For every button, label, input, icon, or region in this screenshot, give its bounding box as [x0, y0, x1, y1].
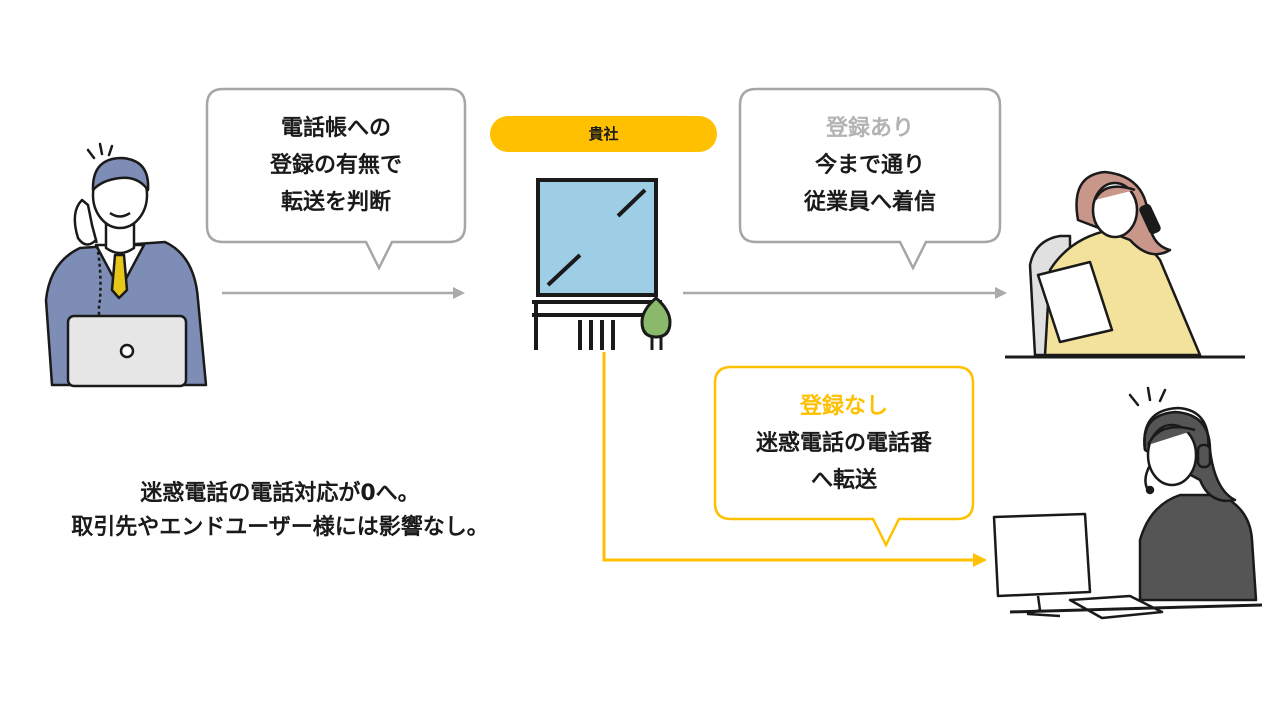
company-building-icon — [532, 178, 672, 350]
speech-bubble-left — [205, 87, 467, 271]
registered-status: 登録あり — [825, 116, 914, 141]
bubble-left-line1: 電話帳への — [280, 116, 391, 141]
bubble-left-line3: 転送を判断 — [280, 190, 391, 215]
registered-line2: 従業員へ着信 — [803, 190, 936, 215]
bubble-unregistered-text: 登録なし 迷惑電話の電話番 へ転送 — [715, 388, 973, 499]
caller-man-icon — [44, 142, 208, 388]
unregistered-line1: 迷惑電話の電話番 — [755, 431, 932, 456]
company-label-badge: 貴社 — [490, 116, 717, 152]
bubble-registered-text: 登録あり 今まで通り 従業員へ着信 — [740, 110, 1000, 221]
employee-woman-icon — [1005, 170, 1245, 359]
bubble-left-line2: 登録の有無で — [269, 153, 402, 178]
unregistered-line2: へ転送 — [810, 468, 877, 493]
unregistered-status: 登録なし — [799, 394, 888, 419]
bubble-left-text: 電話帳への 登録の有無で 転送を判断 — [207, 110, 465, 221]
summary-text: 迷惑電話の電話対応が0へ。 取引先やエンドユーザー様には影響なし。 — [0, 477, 560, 545]
registered-line1: 今まで通り — [814, 153, 925, 178]
summary-line1: 迷惑電話の電話対応が0へ。 — [140, 481, 420, 506]
arrow-company-to-operator — [602, 352, 987, 567]
speech-bubble-registered — [738, 87, 1002, 271]
operator-woman-icon — [992, 386, 1263, 620]
speech-bubble-unregistered — [713, 365, 975, 548]
summary-line2: 取引先やエンドユーザー様には影響なし。 — [71, 515, 489, 540]
